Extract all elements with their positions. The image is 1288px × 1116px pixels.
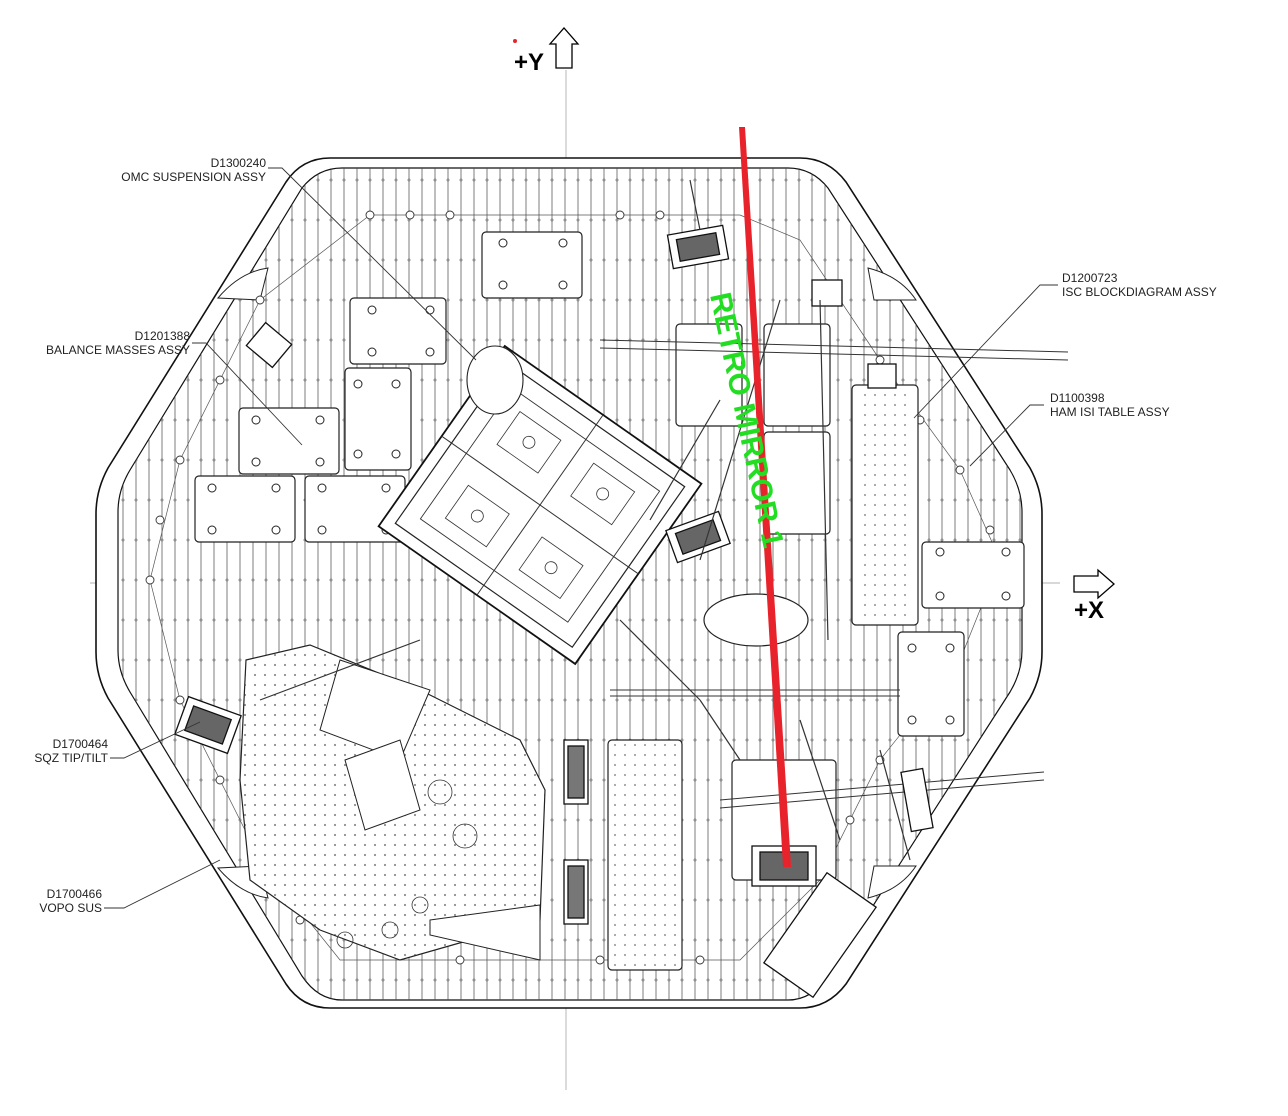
ham-id: D1100398 xyxy=(1050,391,1105,405)
part-labels: D1300240 OMC SUSPENSION ASSY D1201388 BA… xyxy=(34,156,1216,915)
plate-left-1 xyxy=(238,407,340,475)
origin-dot xyxy=(513,39,517,43)
omc-suspension-frame xyxy=(377,344,703,666)
oval-cutout xyxy=(703,593,809,647)
plate-upper-left-2 xyxy=(344,367,412,471)
plate-mid-right-2 xyxy=(763,323,831,427)
beam-tubes xyxy=(599,339,1069,809)
x-axis-indicator: +X xyxy=(1073,568,1115,624)
beam-path xyxy=(739,126,792,867)
plate-left-2 xyxy=(194,475,296,543)
omc-name: OMC SUSPENSION ASSY xyxy=(121,170,266,184)
ham-name: HAM ISI TABLE ASSY xyxy=(1050,405,1170,419)
arrow-right-icon xyxy=(1073,568,1115,600)
y-axis-label: +Y xyxy=(514,49,544,76)
struts xyxy=(259,179,911,861)
plate-isc-column-holes xyxy=(856,390,914,620)
y-axis-indicator: +Y xyxy=(513,27,580,76)
vopo-id: D1700466 xyxy=(47,887,103,901)
plate-top-center xyxy=(481,231,583,299)
balance-id: D1201388 xyxy=(135,329,191,343)
balance-name: BALANCE MASSES ASSY xyxy=(46,343,190,357)
wedge-plate xyxy=(429,904,541,961)
plate-bolts xyxy=(207,238,1011,725)
omc-id: D1300240 xyxy=(211,156,267,170)
mechanical-mounts xyxy=(174,224,934,999)
plate-bottom-center-holes xyxy=(612,744,678,966)
label-leaders xyxy=(104,167,1058,909)
sqz-id: D1700464 xyxy=(53,737,109,751)
tilted-plate-2 xyxy=(344,739,421,831)
mounting-plates xyxy=(194,231,1025,971)
plate-upper-left-1 xyxy=(349,297,447,365)
isc-name: ISC BLOCKDIAGRAM ASSY xyxy=(1062,285,1217,299)
plate-mid-right-1 xyxy=(675,323,743,427)
sqz-vopo-breadboards xyxy=(239,644,546,961)
arrow-up-icon xyxy=(548,27,580,69)
isc-id: D1200723 xyxy=(1062,271,1118,285)
vopo-name: VOPO SUS xyxy=(39,901,102,915)
plate-right-edge xyxy=(921,541,1025,609)
sqz-name: SQZ TIP/TILT xyxy=(34,751,108,765)
oval-cutout-left xyxy=(466,345,524,415)
x-axis-label: +X xyxy=(1074,597,1104,624)
plate-right-lower xyxy=(897,631,965,737)
